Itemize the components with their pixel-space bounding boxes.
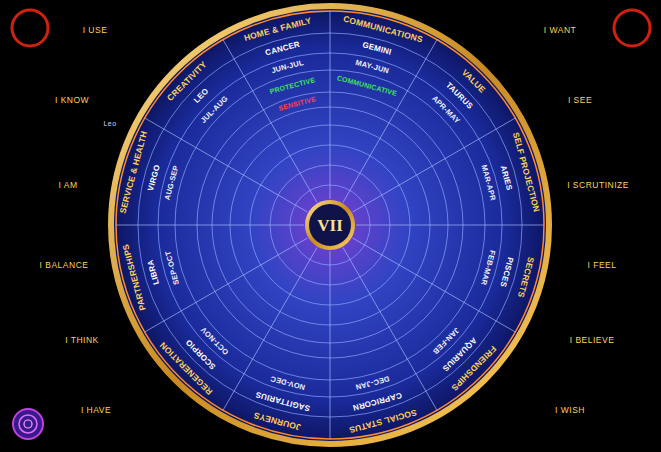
- hover-label: Leo: [103, 120, 116, 127]
- wheel-spoke: [356, 225, 544, 226]
- wheel-spoke: [145, 118, 308, 212]
- wheel-spoke: [330, 11, 331, 199]
- affirmation-label: I SEE: [568, 96, 592, 105]
- affirmation-label: I BALANCE: [40, 261, 89, 270]
- affirmation-label: I SCRUTINIZE: [567, 181, 629, 190]
- affirmation-label: I BELIEVE: [570, 336, 615, 345]
- wheel-spoke: [343, 40, 437, 203]
- affirmation-label: I USE: [83, 26, 108, 35]
- affirmation-label: I WISH: [555, 406, 585, 415]
- center-numeral: VII: [317, 217, 343, 234]
- center-circle: VII: [310, 205, 350, 245]
- wheel-spoke: [145, 238, 308, 332]
- affirmation-label: I KNOW: [55, 96, 89, 105]
- affirmation-label: I THINK: [65, 336, 99, 345]
- wheel-spoke: [353, 118, 516, 212]
- wheel-spoke: [223, 248, 317, 411]
- affirmation-label: I WANT: [544, 26, 576, 35]
- wheel-spoke: [343, 248, 437, 411]
- affirmation-label: I HAVE: [81, 406, 111, 415]
- wheel-spoke: [116, 225, 304, 226]
- affirmation-label: I AM: [58, 181, 77, 190]
- wheel-spoke: [353, 238, 516, 332]
- wheel-spoke: [330, 251, 331, 439]
- affirmation-label: I FEEL: [588, 261, 617, 270]
- wheel-spoke: [223, 40, 317, 203]
